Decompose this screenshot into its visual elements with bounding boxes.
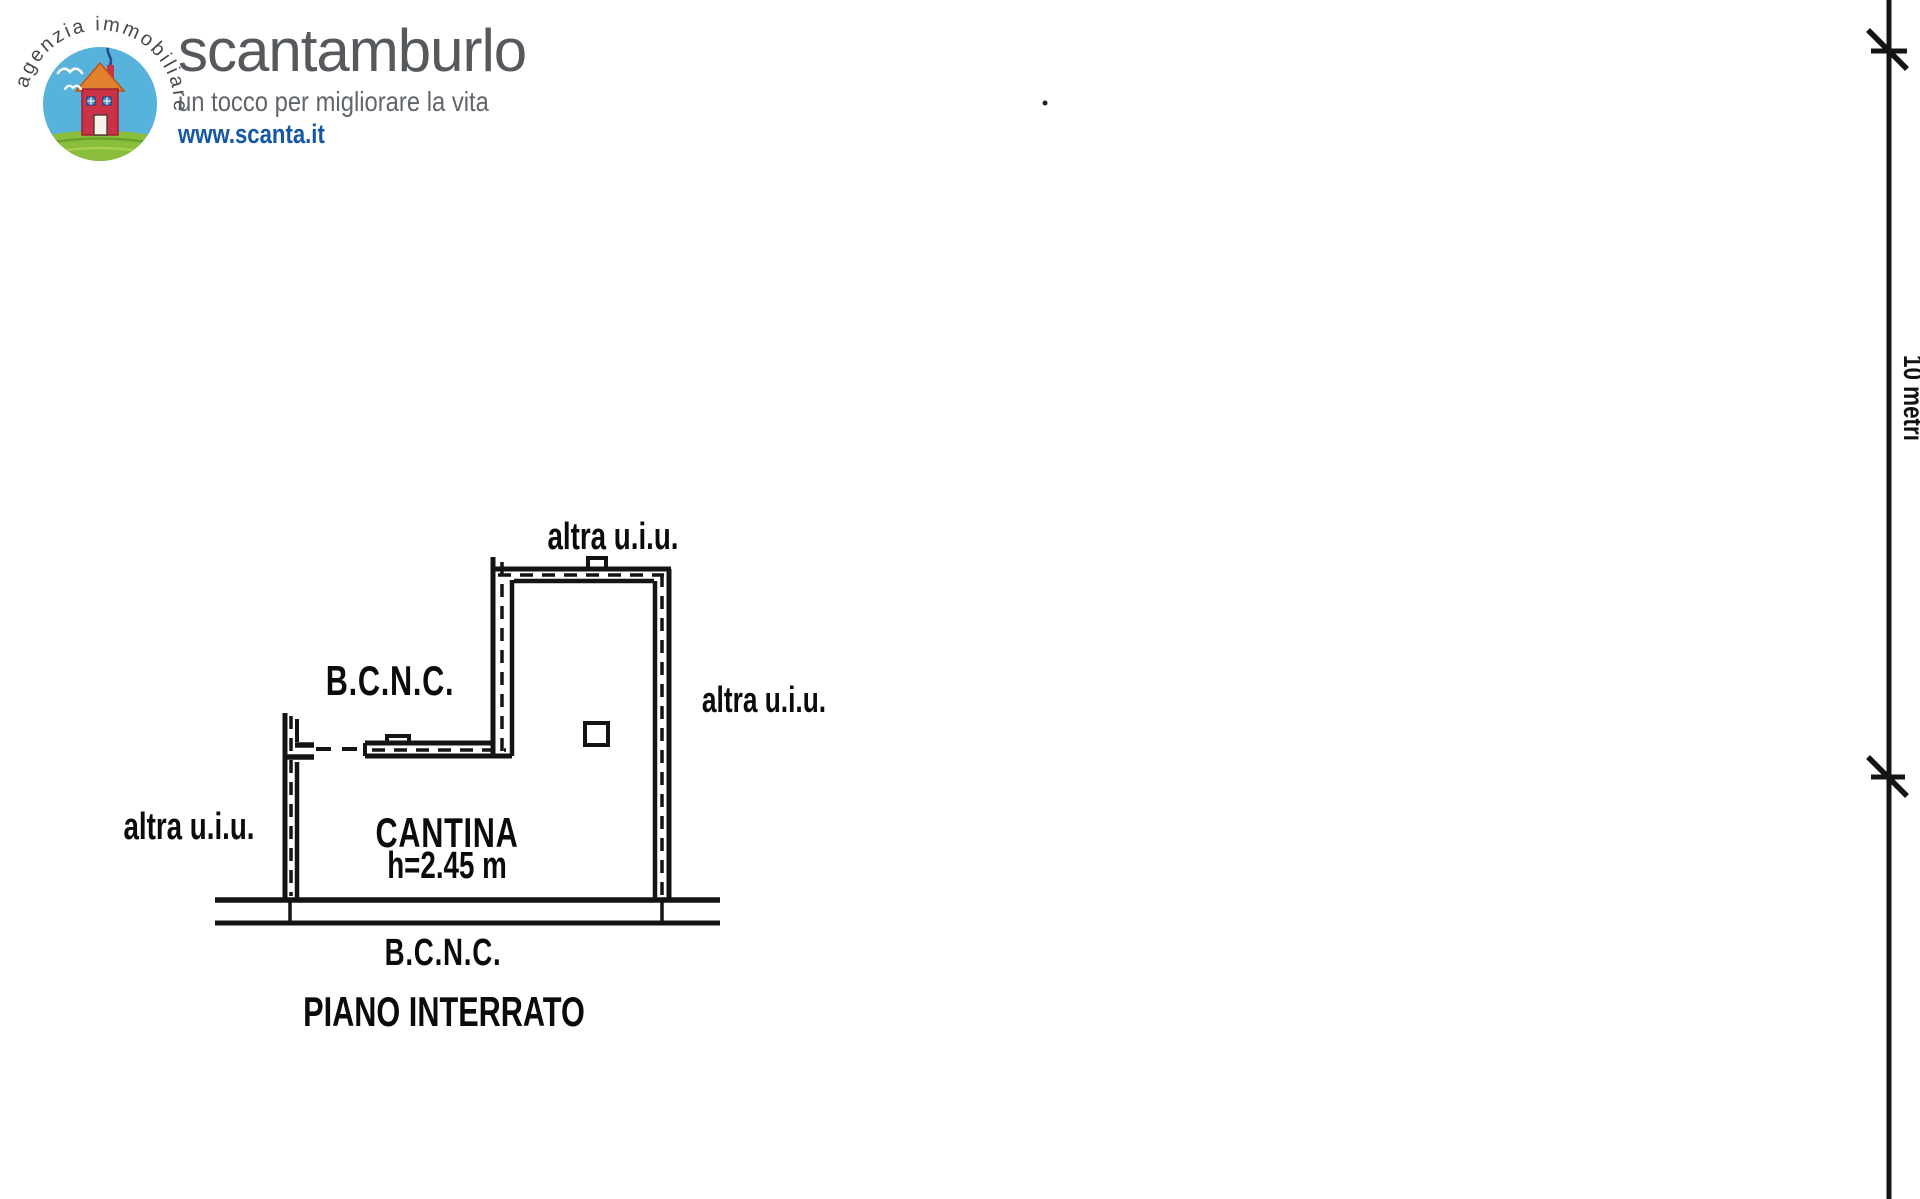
wall-upper-top [491,556,671,584]
scan-speck [1042,100,1048,106]
wall-left [282,713,314,921]
wall-upper-left [490,557,515,756]
label-room-name: CANTINA [375,809,519,856]
label-bcnc-lower: B.C.N.C. [384,932,502,974]
label-altra-uiu-top: altra u.i.u. [547,516,679,558]
agency-logo: agenzia immobiliare [11,15,189,161]
brand-tagline: un tocco per migliorare la vita [178,86,489,117]
logo-smoke [106,47,113,67]
logo-door [93,114,108,136]
label-floor-title: PIANO INTERRATO [303,988,585,1035]
logo-bird-icon [63,84,83,91]
shaft-square [583,721,610,747]
label-altra-uiu-left: altra u.i.u. [123,806,255,848]
brand-title: scantamburlo [178,17,527,84]
wall-right [652,569,672,922]
label-scale-10-metri: 10 metri [1898,355,1920,441]
wall-notch [586,556,608,568]
label-altra-uiu-right: altra u.i.u. [701,679,827,720]
brand-website: www.scanta.it [178,119,325,149]
wall-notch [385,734,411,743]
scale-bar [1866,0,1909,1199]
logo-chimney [107,65,114,78]
label-bcnc-upper: B.C.N.C. [325,657,455,704]
wall-middle [363,734,512,759]
label-room-height: h=2.45 m [387,845,507,887]
logo-bird-icon [56,67,84,75]
floor-lines [215,897,720,926]
